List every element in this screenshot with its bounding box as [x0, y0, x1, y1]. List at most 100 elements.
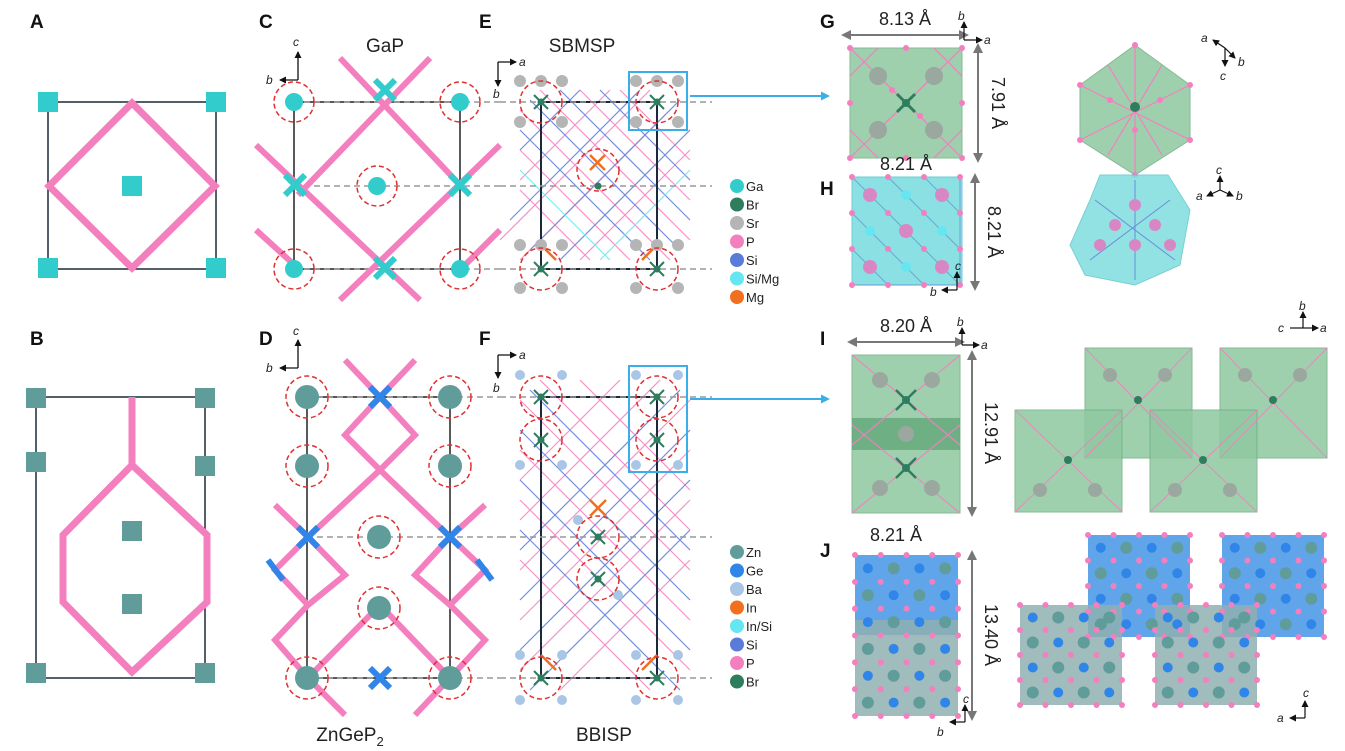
sbmsp-title: SBMSP — [549, 36, 616, 57]
axis-c-label: c — [963, 692, 969, 706]
p-atom — [1254, 627, 1260, 633]
p-atom — [1203, 702, 1209, 708]
panel-i-polyhedra: 8.20 Å 12.91 Å b a — [847, 299, 1328, 517]
p-atom — [1110, 583, 1117, 589]
legend-bottom-label: Si — [746, 638, 758, 653]
j-atom-grid — [852, 552, 961, 719]
p-atom — [903, 552, 910, 558]
panel-label-c: C — [259, 12, 273, 33]
legend-top-swatch-sr — [730, 216, 744, 230]
axis-a-label: a — [519, 55, 526, 69]
zngep2-title-main: ZnGeP — [316, 725, 376, 746]
zn-atom — [939, 669, 952, 682]
p-atom — [1295, 532, 1302, 538]
p-atom — [1177, 702, 1184, 708]
p-atom — [929, 713, 936, 719]
g-width-label: 8.13 Å — [879, 9, 931, 29]
p-atom — [1085, 532, 1091, 538]
ge-atom — [940, 643, 951, 654]
panel-d-zngep2-structure: c b — [265, 324, 500, 749]
p-atom — [852, 686, 858, 693]
atom — [901, 262, 911, 272]
p-atom — [955, 659, 961, 666]
zn-atom — [861, 696, 874, 709]
panel-g-polyhedra: 8.13 Å 7.91 Å b a — [841, 9, 1245, 178]
p-atom — [1187, 583, 1193, 589]
panel-label-e: E — [479, 12, 492, 33]
p-atom — [852, 578, 858, 585]
p-atom — [1203, 627, 1209, 633]
panel-label-a: A — [30, 12, 44, 33]
ge-atom — [1027, 662, 1038, 673]
panel-label-g: G — [820, 12, 835, 33]
p-atom — [1152, 602, 1158, 608]
zn-atom — [1026, 686, 1039, 699]
p-atom — [1254, 652, 1260, 658]
axis-b-label: b — [957, 315, 964, 329]
ge-atom — [1121, 568, 1132, 579]
zngep2-title-subscript: 2 — [376, 734, 383, 749]
axis-b-label: b — [266, 73, 273, 87]
p-atom — [1119, 652, 1125, 658]
i-block-array — [1014, 347, 1328, 513]
legend-top-label: Si/Mg — [746, 272, 779, 287]
p-network-diamond — [44, 98, 220, 273]
p-atom — [1093, 677, 1100, 683]
zn-atom — [913, 589, 926, 602]
p-atom — [1203, 652, 1209, 658]
panel-b-schematic — [26, 388, 215, 683]
p-atom — [955, 713, 961, 719]
axis-a-label: a — [1196, 189, 1203, 203]
zn-site — [195, 388, 215, 408]
p-atom — [1152, 627, 1158, 633]
zn-site — [195, 663, 215, 683]
p-atom — [1228, 602, 1235, 608]
zn-atom — [913, 696, 926, 709]
h-atom-grid — [849, 174, 963, 288]
p-atom — [1321, 608, 1327, 615]
p-atom — [1295, 583, 1302, 589]
p-atom — [885, 246, 891, 252]
p-network-hexagon — [59, 460, 211, 677]
zn-site — [122, 594, 142, 614]
legend-top-label: P — [746, 235, 755, 250]
ga-site — [122, 176, 142, 196]
p-atom — [849, 246, 855, 252]
ge-atom — [888, 590, 899, 601]
j-height-label: 13.40 Å — [981, 604, 1001, 666]
zn-atom — [1161, 636, 1174, 649]
ge-atom — [1255, 568, 1266, 579]
axis-a-arrow — [1212, 39, 1226, 49]
p-atom — [903, 578, 910, 585]
p-atom — [1017, 627, 1023, 633]
ge-atom — [1213, 662, 1224, 673]
p-atom — [1177, 652, 1184, 658]
axis-a-label: a — [984, 33, 991, 47]
p-atom — [877, 713, 884, 719]
zn-atom — [939, 616, 952, 629]
i-width-label: 8.20 Å — [880, 316, 932, 336]
p-atom — [957, 210, 963, 216]
p-atom — [1136, 608, 1142, 615]
legend-bottom-swatch-in-si — [730, 619, 744, 633]
ge-atom — [1213, 612, 1224, 623]
zn-atom — [1212, 636, 1225, 649]
zn-atom — [1052, 661, 1065, 674]
p-atom — [955, 578, 961, 585]
p-atom — [957, 282, 963, 288]
zn-atom — [1077, 686, 1090, 699]
p-atom — [1254, 702, 1260, 708]
legend-top-label: Si — [746, 253, 758, 268]
ge-atom — [1172, 619, 1183, 630]
p-atom — [1244, 532, 1251, 538]
zn-site — [26, 452, 46, 472]
zn-atom — [887, 562, 900, 575]
zn-atom — [1120, 592, 1133, 605]
p-atom — [1321, 634, 1327, 640]
p-atom — [1110, 557, 1117, 564]
p-atom — [903, 605, 910, 612]
p-atom — [955, 605, 961, 612]
p-atom — [1068, 627, 1074, 633]
